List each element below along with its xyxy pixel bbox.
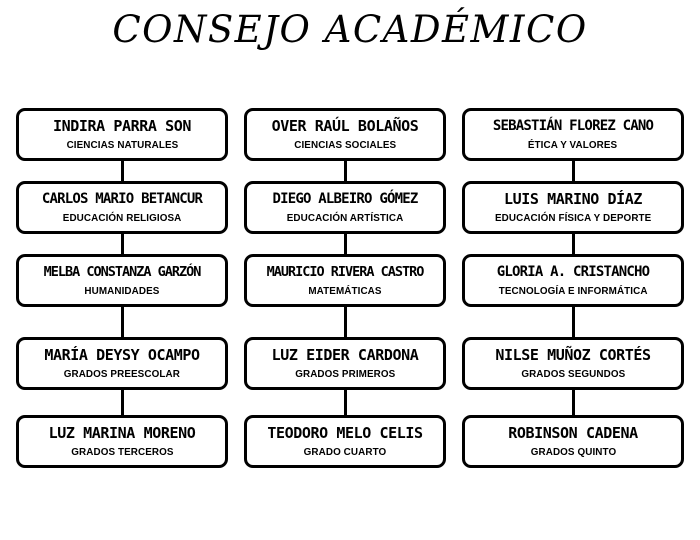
node-wrapper: DIEGO ALBEIRO GÓMEZ EDUCACIÓN ARTÍSTICA bbox=[244, 181, 446, 234]
node-name: CARLOS MARIO BETANCUR bbox=[41, 191, 203, 207]
chart-column-1: INDIRA PARRA SON CIENCIAS NATURALES CARL… bbox=[16, 105, 228, 485]
org-node[interactable]: DIEGO ALBEIRO GÓMEZ EDUCACIÓN ARTÍSTICA bbox=[244, 181, 446, 234]
org-node[interactable]: ROBINSON CADENA GRADOS QUINTO bbox=[462, 415, 684, 468]
connector-line bbox=[571, 307, 575, 337]
organization-chart: INDIRA PARRA SON CIENCIAS NATURALES CARL… bbox=[0, 105, 700, 485]
node-name: MAURICIO RIVERA CASTRO bbox=[266, 264, 425, 280]
node-role: CIENCIAS SOCIALES bbox=[294, 139, 396, 151]
node-wrapper: CARLOS MARIO BETANCUR EDUCACIÓN RELIGIOS… bbox=[16, 181, 228, 234]
connector-line bbox=[571, 161, 575, 181]
connector-line bbox=[343, 161, 347, 181]
connector-line bbox=[120, 161, 124, 181]
node-wrapper: ROBINSON CADENA GRADOS QUINTO bbox=[462, 415, 684, 468]
org-node[interactable]: NILSE MUÑOZ CORTÉS GRADOS SEGUNDOS bbox=[462, 337, 684, 390]
node-name: OVER RAÚL BOLAÑOS bbox=[271, 117, 419, 135]
node-wrapper: LUIS MARINO DÍAZ EDUCACIÓN FÍSICA Y DEPO… bbox=[462, 181, 684, 234]
node-name: MARÍA DEYSY OCAMPO bbox=[44, 346, 200, 364]
node-role: ÉTICA Y VALORES bbox=[528, 139, 618, 151]
node-wrapper: SEBASTIÁN FLOREZ CANO ÉTICA Y VALORES bbox=[462, 108, 684, 161]
org-node[interactable]: LUZ MARINA MORENO GRADOS TERCEROS bbox=[16, 415, 228, 468]
node-name: LUZ MARINA MORENO bbox=[48, 424, 196, 442]
node-name: ROBINSON CADENA bbox=[508, 424, 638, 442]
node-role: GRADOS TERCEROS bbox=[70, 446, 174, 458]
connector-line bbox=[571, 390, 575, 415]
node-wrapper: INDIRA PARRA SON CIENCIAS NATURALES bbox=[16, 108, 228, 161]
node-wrapper: NILSE MUÑOZ CORTÉS GRADOS SEGUNDOS bbox=[462, 337, 684, 390]
org-node[interactable]: TEODORO MELO CELIS GRADO CUARTO bbox=[244, 415, 446, 468]
node-role: EDUCACIÓN ARTÍSTICA bbox=[286, 212, 404, 224]
node-wrapper: LUZ MARINA MORENO GRADOS TERCEROS bbox=[16, 415, 228, 468]
node-name: LUIS MARINO DÍAZ bbox=[503, 190, 643, 208]
org-node[interactable]: MAURICIO RIVERA CASTRO MATEMÁTICAS bbox=[244, 254, 446, 307]
node-wrapper: MARÍA DEYSY OCAMPO GRADOS PREESCOLAR bbox=[16, 337, 228, 390]
org-node[interactable]: LUZ EIDER CARDONA GRADOS PRIMEROS bbox=[244, 337, 446, 390]
connector-line bbox=[120, 307, 124, 337]
org-node[interactable]: GLORIA A. CRISTANCHO TECNOLOGÍA E INFORM… bbox=[462, 254, 684, 307]
node-wrapper: LUZ EIDER CARDONA GRADOS PRIMEROS bbox=[244, 337, 446, 390]
node-name: NILSE MUÑOZ CORTÉS bbox=[495, 346, 651, 364]
node-role: GRADOS PRIMEROS bbox=[294, 368, 396, 380]
org-node[interactable]: CARLOS MARIO BETANCUR EDUCACIÓN RELIGIOS… bbox=[16, 181, 228, 234]
node-role: CIENCIAS NATURALES bbox=[66, 139, 178, 151]
node-role: TECNOLOGÍA E INFORMÁTICA bbox=[498, 285, 648, 297]
node-name: SEBASTIÁN FLOREZ CANO bbox=[492, 118, 654, 134]
node-role: EDUCACIÓN RELIGIOSA bbox=[62, 212, 182, 224]
connector-line bbox=[343, 390, 347, 415]
node-role: GRADO CUARTO bbox=[303, 446, 387, 458]
node-name: LUZ EIDER CARDONA bbox=[271, 346, 419, 364]
node-wrapper: MELBA CONSTANZA GARZÓN HUMANIDADES bbox=[16, 254, 228, 307]
node-name: GLORIA A. CRISTANCHO bbox=[496, 264, 650, 280]
node-wrapper: MAURICIO RIVERA CASTRO MATEMÁTICAS bbox=[244, 254, 446, 307]
connector-line bbox=[343, 307, 347, 337]
node-wrapper: GLORIA A. CRISTANCHO TECNOLOGÍA E INFORM… bbox=[462, 254, 684, 307]
connector-line bbox=[120, 390, 124, 415]
org-node[interactable]: MARÍA DEYSY OCAMPO GRADOS PREESCOLAR bbox=[16, 337, 228, 390]
org-node[interactable]: MELBA CONSTANZA GARZÓN HUMANIDADES bbox=[16, 254, 228, 307]
node-name: MELBA CONSTANZA GARZÓN bbox=[43, 264, 202, 280]
chart-column-2: OVER RAÚL BOLAÑOS CIENCIAS SOCIALES DIEG… bbox=[244, 105, 446, 485]
page-title: CONSEJO ACADÉMICO bbox=[112, 8, 588, 51]
node-name: DIEGO ALBEIRO GÓMEZ bbox=[272, 191, 419, 207]
node-role: HUMANIDADES bbox=[84, 285, 160, 297]
node-role: GRADOS SEGUNDOS bbox=[521, 368, 625, 380]
node-wrapper: OVER RAÚL BOLAÑOS CIENCIAS SOCIALES bbox=[244, 108, 446, 161]
connector-line bbox=[343, 234, 347, 254]
node-role: GRADOS QUINTO bbox=[530, 446, 616, 458]
org-node[interactable]: LUIS MARINO DÍAZ EDUCACIÓN FÍSICA Y DEPO… bbox=[462, 181, 684, 234]
org-node[interactable]: SEBASTIÁN FLOREZ CANO ÉTICA Y VALORES bbox=[462, 108, 684, 161]
connector-line bbox=[120, 234, 124, 254]
org-node[interactable]: INDIRA PARRA SON CIENCIAS NATURALES bbox=[16, 108, 228, 161]
node-wrapper: TEODORO MELO CELIS GRADO CUARTO bbox=[244, 415, 446, 468]
node-name: TEODORO MELO CELIS bbox=[267, 424, 423, 442]
node-role: MATEMÁTICAS bbox=[308, 285, 382, 297]
node-role: GRADOS PREESCOLAR bbox=[63, 368, 181, 380]
node-role: EDUCACIÓN FÍSICA Y DEPORTE bbox=[494, 212, 652, 224]
chart-column-3: SEBASTIÁN FLOREZ CANO ÉTICA Y VALORES LU… bbox=[462, 105, 684, 485]
connector-line bbox=[571, 234, 575, 254]
org-node[interactable]: OVER RAÚL BOLAÑOS CIENCIAS SOCIALES bbox=[244, 108, 446, 161]
node-name: INDIRA PARRA SON bbox=[52, 117, 192, 135]
